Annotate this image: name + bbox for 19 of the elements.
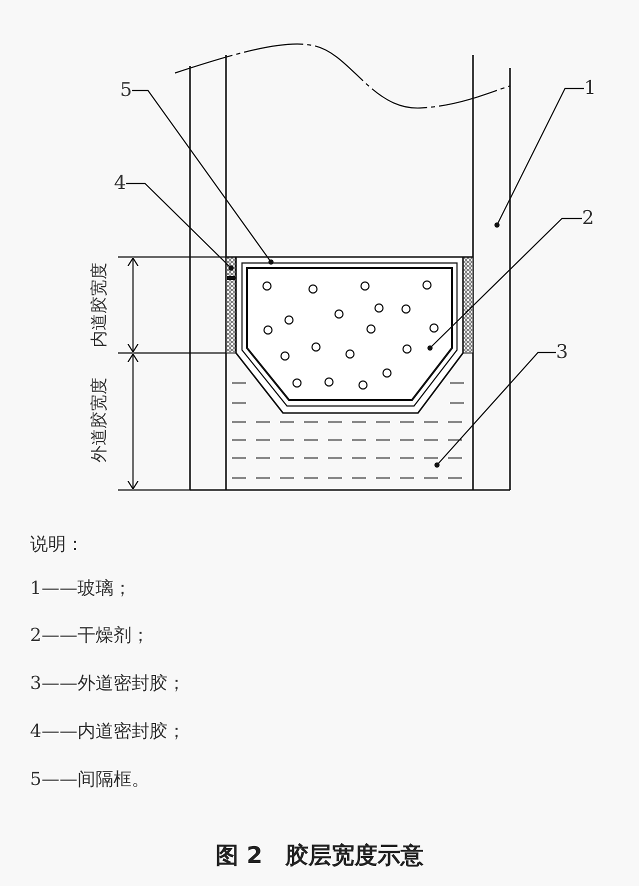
callout-number: 5 bbox=[120, 81, 132, 100]
legend-item: 5——间隔框。 bbox=[30, 771, 150, 789]
dimension-label: 外道胶宽度 bbox=[92, 378, 108, 462]
legend-heading: 说明： bbox=[30, 536, 84, 554]
legend-item: 2——干燥剂； bbox=[30, 627, 150, 645]
legend-item: 4——内道密封胶； bbox=[30, 723, 186, 741]
leader-line bbox=[494, 88, 584, 228]
leader-line bbox=[434, 352, 556, 468]
leader-line bbox=[132, 90, 274, 265]
dimension-label: 内道胶宽度 bbox=[92, 262, 108, 348]
leader-line bbox=[126, 182, 234, 271]
callout-number: 3 bbox=[556, 343, 568, 362]
legend-item: 3——外道密封胶； bbox=[30, 675, 186, 693]
leader-line bbox=[427, 218, 582, 351]
callout-number: 1 bbox=[584, 79, 596, 98]
callout-number: 4 bbox=[114, 174, 126, 193]
figure-caption: 图 2 胶层宽度示意 bbox=[216, 845, 424, 868]
callout-number: 2 bbox=[582, 209, 594, 228]
legend-item: 1——玻璃； bbox=[30, 580, 132, 598]
